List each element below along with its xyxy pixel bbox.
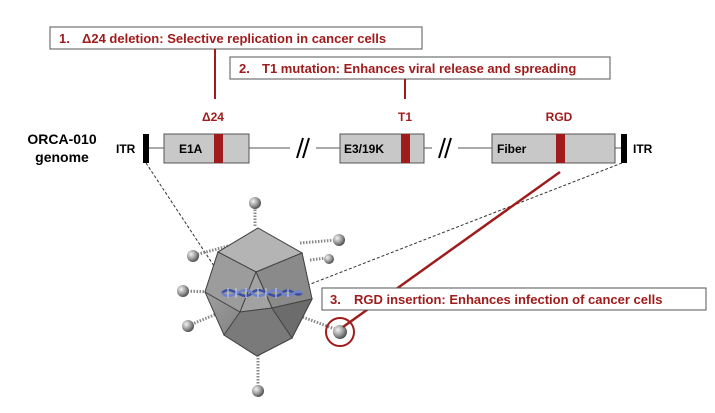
annotation-1-text: Δ24 deletion: Selective replication in c… [82, 31, 386, 46]
t1-marker [401, 134, 410, 163]
gene-e1a-label: E1A [179, 142, 203, 156]
projection-line-right [289, 162, 623, 293]
projection-line-left [145, 162, 219, 273]
delta24-label: Δ24 [202, 110, 224, 124]
annotation-1: 1. Δ24 deletion: Selective replication i… [49, 26, 423, 50]
annotation-3-number: 3. [330, 292, 341, 307]
virus-particle [177, 197, 347, 397]
annotation-1-number: 1. [59, 31, 70, 46]
delta24-marker [214, 134, 223, 163]
itr-left-bar [143, 134, 149, 163]
rgd-label: RGD [546, 110, 573, 124]
annotation-2-text: T1 mutation: Enhances viral release and … [262, 61, 576, 76]
rgd-marker [556, 134, 565, 163]
break-mark-1 [290, 137, 316, 159]
annotation-3: 3. RGD insertion: Enhances infection of … [321, 287, 707, 311]
genome-title-line1: ORCA-010 [27, 131, 96, 147]
dna-helix [221, 288, 303, 298]
annotation-2-number: 2. [239, 61, 250, 76]
annotation-2: 2. T1 mutation: Enhances viral release a… [229, 56, 611, 80]
genome-title-line2: genome [35, 149, 89, 165]
gene-e3-label: E3/19K [344, 142, 384, 156]
break-mark-2 [432, 137, 458, 159]
rgd-highlight-circle [325, 317, 355, 347]
gene-e1a: E1A [163, 133, 250, 164]
itr-left-label: ITR [116, 142, 136, 156]
gene-e3: E3/19K [339, 133, 425, 164]
annotation-3-text: RGD insertion: Enhances infection of can… [354, 292, 662, 307]
gene-fiber: Fiber [491, 133, 616, 164]
itr-right-bar [621, 134, 627, 163]
gene-fiber-label: Fiber [497, 142, 527, 156]
capsid [204, 227, 313, 357]
t1-label: T1 [398, 110, 412, 124]
fiber-knobs [177, 197, 347, 397]
itr-right-label: ITR [633, 142, 653, 156]
